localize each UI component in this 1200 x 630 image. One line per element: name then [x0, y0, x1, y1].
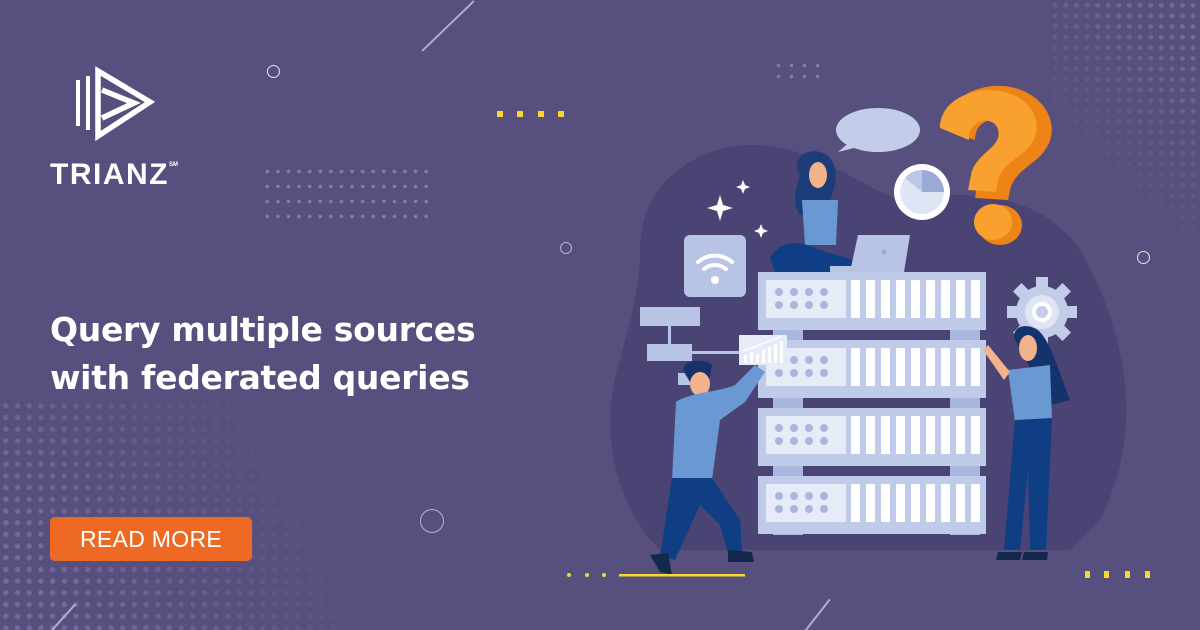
yellow-dot-decoration: [517, 111, 523, 117]
play-triangle-logo-icon: [76, 66, 156, 142]
dot-grid-decoration: [262, 164, 434, 220]
ground-line: [567, 573, 745, 577]
headline-line-2: with federated queries: [50, 358, 470, 397]
woman-standing: [983, 326, 1070, 560]
headline-line-1: Query multiple sources: [50, 310, 476, 349]
bar-chart-icon: [739, 335, 787, 365]
yellow-dot-decoration: [497, 111, 503, 117]
halftone-pattern-top-right: [1050, 0, 1200, 230]
brand-name: TRIANZ: [50, 158, 169, 191]
halftone-pattern-bottom-left: [0, 400, 340, 630]
circle-decoration: [267, 65, 280, 78]
circle-decoration: [560, 242, 572, 254]
sparkle-icon: [707, 180, 768, 238]
server-rack: [758, 272, 986, 535]
trademark: SM: [168, 162, 178, 168]
read-more-button[interactable]: READ MORE: [50, 517, 252, 561]
pie-chart-icon: [894, 164, 950, 220]
yellow-dot-decoration: [538, 111, 544, 117]
brand-wordmark: TRIANZSM: [50, 158, 178, 192]
yellow-dot-decoration: [1085, 571, 1090, 578]
question-mark-icon: [940, 85, 1052, 245]
dot-grid-small-decoration: [772, 60, 827, 82]
yellow-dot-decoration: [1145, 571, 1150, 578]
circle-decoration: [1137, 251, 1150, 264]
circle-decoration: [420, 509, 444, 533]
speech-bubble-icon: [836, 108, 920, 152]
wifi-icon: [684, 235, 746, 297]
yellow-dot-decoration: [1125, 571, 1130, 578]
woman-with-laptop: [770, 151, 910, 272]
yellow-dot-decoration: [1104, 571, 1109, 578]
yellow-dot-decoration: [558, 111, 564, 117]
page-title: Query multiple sources with federated qu…: [50, 306, 570, 402]
man-with-chart: [650, 360, 765, 575]
